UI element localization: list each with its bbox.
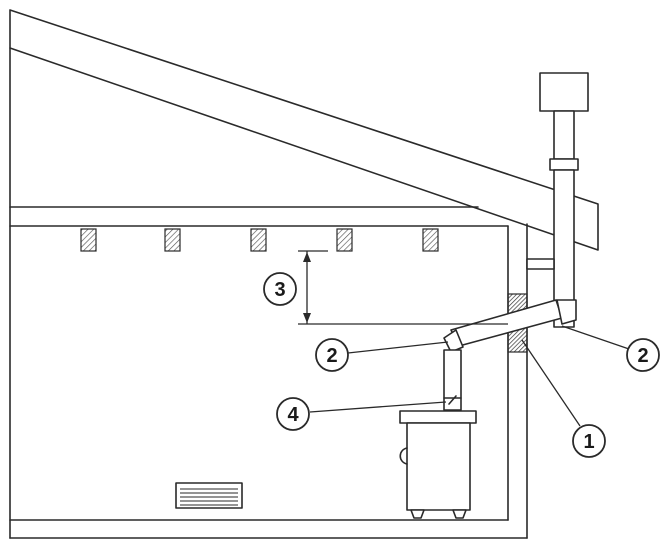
roof (9, 9, 599, 251)
stove-pipe (443, 349, 462, 411)
stove-handle (399, 447, 408, 465)
floor-vent (175, 482, 243, 509)
callout-3: 3 (263, 272, 297, 306)
ceiling-joists (80, 228, 439, 252)
joist (422, 228, 439, 252)
tee-joint (556, 299, 577, 325)
chimney-cap (539, 72, 589, 112)
joist (80, 228, 97, 252)
callout-4: 4 (276, 397, 310, 431)
callout-2-inner: 2 (315, 338, 349, 372)
callout-4-label: 4 (287, 404, 299, 426)
callout-1: 1 (572, 424, 606, 458)
callout-2-inner-label: 2 (326, 345, 337, 367)
house-outline (9, 47, 528, 539)
callout-2-outer-label: 2 (637, 345, 648, 367)
stove-body (406, 422, 471, 511)
stove-leg-right (452, 509, 467, 519)
chimney-upper-pipe (553, 110, 575, 160)
elbow-joint (443, 329, 464, 353)
clearance-dimension (298, 250, 508, 325)
callout-3-label: 3 (274, 279, 285, 301)
leader-lines (309, 325, 630, 427)
joist (336, 228, 353, 252)
damper-handle (448, 395, 457, 405)
callout-2-outer: 2 (626, 338, 660, 372)
flue-connector (443, 299, 577, 411)
stove-leg-left (410, 509, 425, 519)
wall-bracket (526, 258, 555, 270)
joist (250, 228, 267, 252)
callout-1-label: 1 (583, 431, 594, 453)
chimney-collar (549, 158, 579, 171)
horizontal-connector-pipe (450, 299, 563, 347)
joist (164, 228, 181, 252)
exterior-chimney (526, 72, 589, 328)
stove (399, 410, 477, 519)
stove-top (399, 410, 477, 424)
